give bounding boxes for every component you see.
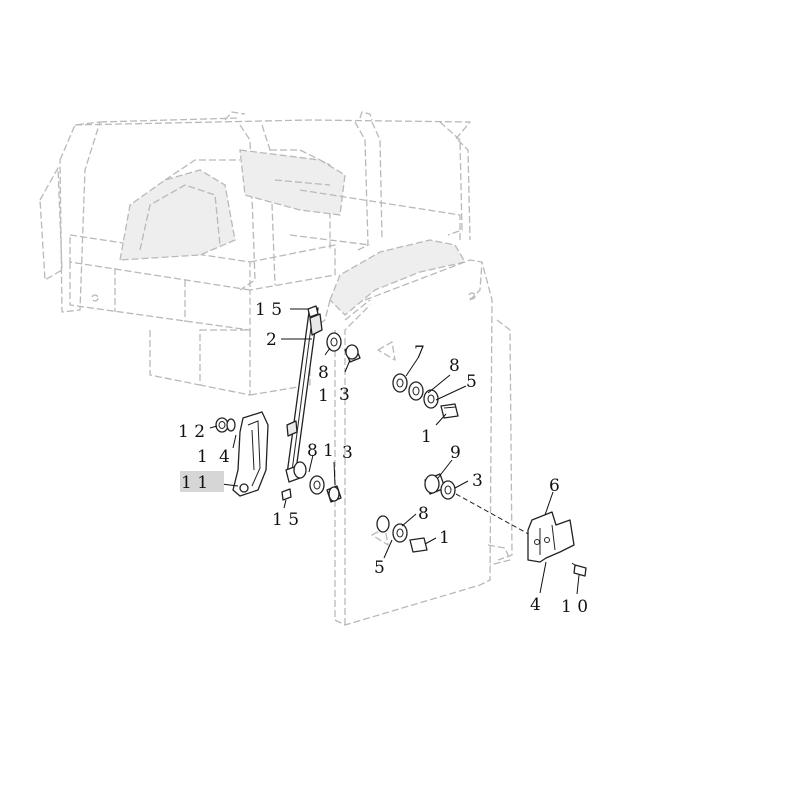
callout-labels: 1 5 2 8 1 3 7 8 5 1 1 2 1 4 1 1 8 1 3 9 … [178,300,588,617]
callout-10: 1 0 [561,597,588,617]
callout-3-b: 3 [342,443,353,463]
callout-3-a: 3 [339,385,350,405]
callout-2: 2 [266,330,277,350]
upper-panel-fastener [392,373,459,419]
callout-15-bottom: 1 5 [272,510,299,530]
hinge-bar-part [281,305,323,501]
callout-1-a: 1 [318,386,329,406]
callout-8-b: 8 [449,356,460,376]
callout-1-c: 1 [323,441,334,461]
callout-12: 1 2 [178,422,205,442]
callout-8-d: 8 [418,504,429,524]
cab-frame-ghost [39,111,513,626]
callout-1-b: 1 [421,427,432,447]
callout-11: 1 1 [181,473,208,493]
callout-14-digit-4: 4 [219,447,230,467]
upper-hinge-washers [326,332,361,363]
callout-1-d: 1 [439,528,450,548]
callout-5-b: 5 [374,558,385,578]
callout-15-top: 1 5 [255,300,282,320]
leader-lines [209,308,580,595]
callout-3-c: 3 [472,471,483,491]
callout-14-digit-1: 1 [197,447,208,467]
callout-8-a: 8 [318,363,329,383]
highlight-box [180,471,224,492]
callout-8-c: 8 [307,441,318,461]
callout-5-a: 5 [466,372,477,392]
latch-bracket-part [527,511,587,577]
handle-bracket-part [232,411,269,497]
spacer-9-washer-3 [424,473,533,537]
callout-6: 6 [549,476,560,496]
lower-hinge-washers [293,461,342,503]
lower-panel-fastener [376,515,428,553]
washer-12 [215,417,236,433]
callout-9: 9 [450,443,461,463]
callout-7: 7 [414,343,425,363]
callout-4: 4 [530,595,541,615]
